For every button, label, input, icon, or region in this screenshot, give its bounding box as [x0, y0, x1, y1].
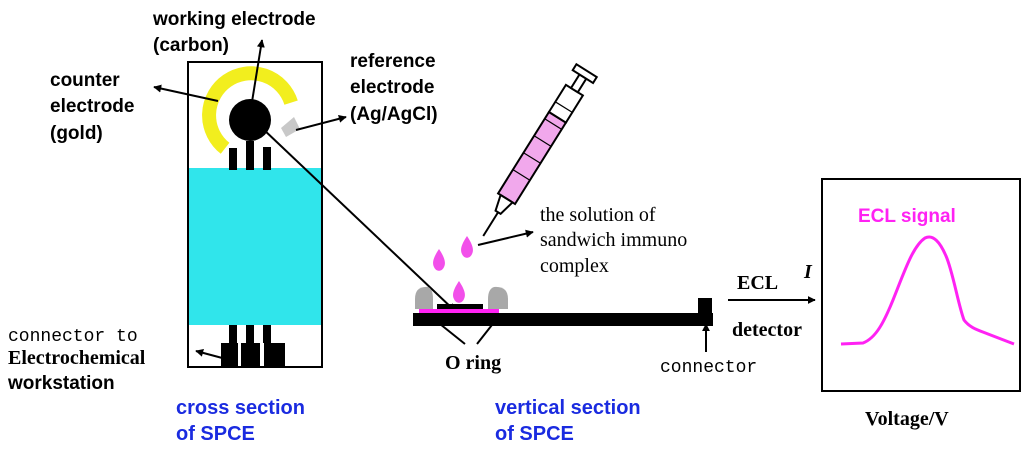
lead-working — [246, 141, 254, 170]
ecl-label: ECL — [737, 272, 778, 294]
lead-reference — [263, 147, 271, 170]
lead-counter — [229, 148, 237, 170]
vertical-section-caption-2: of SPCE — [495, 423, 574, 445]
o-ring-right — [488, 286, 508, 309]
o-ring-arrow-right — [476, 315, 500, 345]
detector-label: detector — [732, 319, 802, 341]
cross-section-electrode — [187, 61, 323, 368]
syringe — [482, 62, 599, 237]
vertical-section-electrode — [413, 286, 713, 326]
counter-electrode-arc — [202, 66, 298, 154]
working-electrode-label: working electrode — [152, 9, 316, 30]
reference-electrode-arrow — [295, 114, 347, 131]
electrochemical-label: Electrochemical — [8, 347, 146, 369]
droplet-2 — [433, 249, 445, 271]
connector-pad-2 — [241, 343, 260, 367]
counter-electrode-label-2: electrode — [50, 96, 134, 117]
droplet-3 — [453, 281, 465, 303]
droplet-1 — [461, 236, 473, 258]
reference-electrode-material: (Ag/AgCl) — [350, 104, 438, 125]
working-electrode-film — [437, 304, 483, 309]
reference-electrode-pad — [281, 117, 300, 137]
counter-electrode-label: counter — [50, 70, 120, 91]
solution-label-2: sandwich immuno — [540, 229, 687, 251]
lead-counter-lower — [229, 325, 237, 343]
solution-arrow — [477, 229, 534, 246]
working-electrode-arrow — [250, 39, 265, 109]
working-electrode-material: (carbon) — [153, 35, 229, 56]
syringe-needle — [482, 211, 499, 237]
connector-to-arrow — [195, 348, 227, 360]
strip-connector — [698, 298, 712, 316]
solution-label: the solution of — [540, 204, 656, 226]
ecl-signal-curve — [840, 235, 1015, 346]
reference-electrode-label: reference — [350, 51, 436, 72]
connector-pad-1 — [221, 343, 238, 367]
ecl-signal-label: ECL signal — [858, 206, 956, 227]
connector-pad-3 — [264, 343, 285, 367]
solution-label-3: complex — [540, 255, 609, 277]
voltage-axis-label: Voltage/V — [865, 408, 949, 430]
projection-arrow — [261, 127, 456, 312]
lead-reference-lower — [263, 325, 271, 343]
counter-electrode-material: (gold) — [50, 123, 103, 144]
connector-to-label: connector to — [8, 327, 138, 347]
cross-section-caption-2: of SPCE — [176, 423, 255, 445]
o-ring-label: O ring — [445, 352, 501, 374]
workstation-label: workstation — [7, 373, 115, 394]
substrate-insulation-layer — [189, 168, 321, 325]
syringe-plunger-cap — [571, 62, 599, 85]
current-axis-label: I — [803, 261, 813, 283]
working-electrode-disk — [229, 99, 271, 141]
counter-electrode-arrow — [153, 84, 219, 102]
o-ring-left — [415, 286, 433, 309]
o-ring-arrow-left — [429, 315, 466, 345]
electrode-strip — [413, 313, 713, 326]
ecl-detector-panel — [821, 178, 1021, 392]
cross-section-caption: cross section — [176, 397, 305, 419]
lead-working-lower — [246, 325, 254, 343]
reference-electrode-label-2: electrode — [350, 77, 434, 98]
vertical-section-caption: vertical section — [495, 397, 641, 419]
connector-label: connector — [660, 358, 757, 378]
sample-layer — [419, 309, 499, 314]
